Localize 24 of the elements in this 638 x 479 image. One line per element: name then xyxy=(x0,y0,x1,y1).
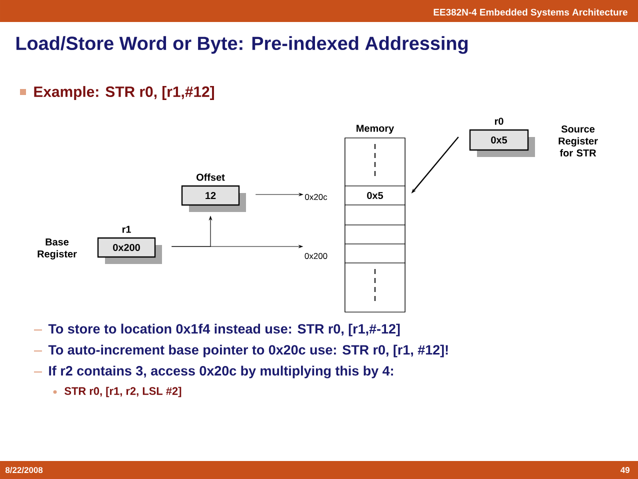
sub-list-item: STR r0, [r1, r2, LSL #2] xyxy=(64,386,182,398)
node-label: Memory xyxy=(356,124,394,134)
list-item: If r2 contains 3, access 0x20c by multiplying this by 4: xyxy=(49,366,393,378)
register-caption: Base Register xyxy=(38,238,77,260)
bullet-text: Example: STR r0, [r1,#12] xyxy=(34,86,214,100)
register-box: Offset 12 xyxy=(181,173,246,212)
list-item: To store to location 0x1f4 instead use: STR r0, [r1,#-12] xyxy=(48,324,400,336)
memory-cell xyxy=(344,204,406,226)
register-box: r0 0x5 xyxy=(469,118,535,157)
node-label: Offset xyxy=(196,173,225,181)
memory-cell xyxy=(344,244,406,264)
address-label: 0x200 xyxy=(304,253,328,259)
slide-title: Load/Store Word or Byte: Pre-indexed Addressing xyxy=(16,36,468,54)
header-title: EE382N-4 Embedded Systems Architecture xyxy=(434,8,628,18)
register-caption: Source Register for STR xyxy=(558,126,598,156)
register-box: r1 0x200 xyxy=(97,226,162,264)
page-number: 49 xyxy=(620,467,630,473)
node-label: r1 xyxy=(122,226,131,233)
list-item: To auto-increment base pointer to 0x20c use: STR r0, [r1, #12]! xyxy=(48,344,448,358)
memory-cell xyxy=(344,224,406,244)
footer-date: 8/22/2008 xyxy=(5,466,43,474)
address-label: 0x20c xyxy=(305,194,328,200)
node-label: r0 xyxy=(494,118,504,125)
memory-cell: 0x5 xyxy=(344,186,406,206)
